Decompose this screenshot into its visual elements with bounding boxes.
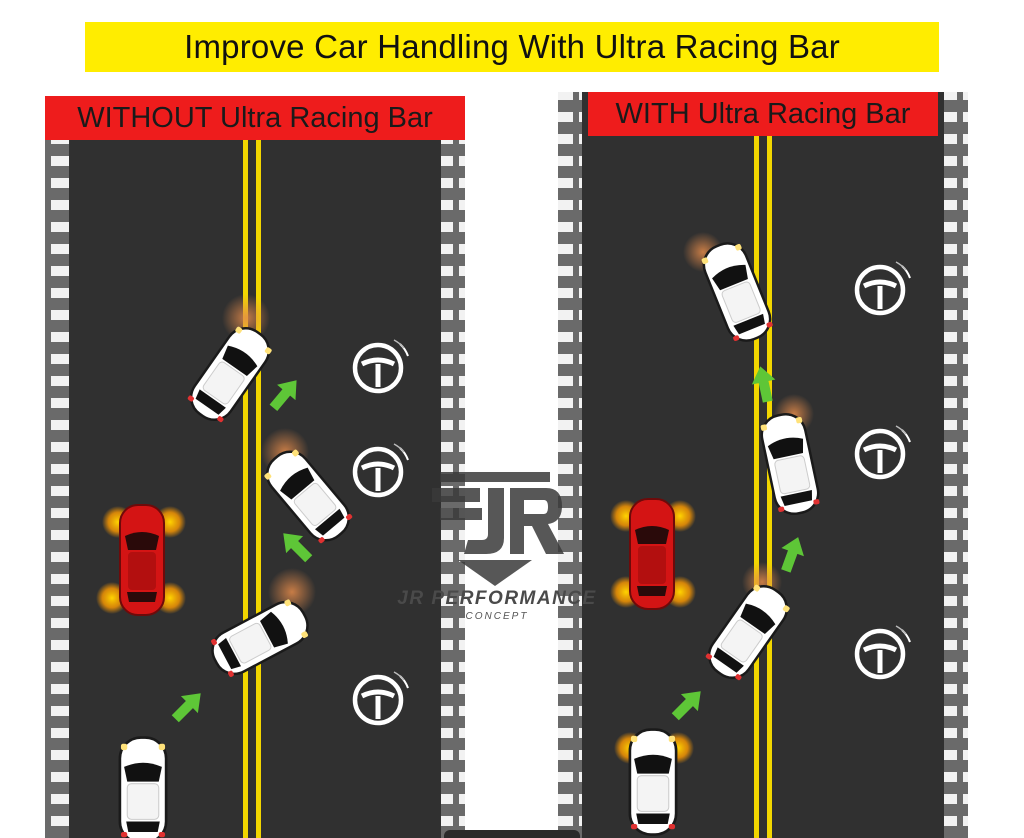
car-icon xyxy=(700,562,796,687)
label-without: WITHOUT Ultra Racing Bar xyxy=(45,96,465,140)
label-with-text: WITH Ultra Racing Bar xyxy=(615,97,911,130)
right-car-trajectory xyxy=(614,232,824,836)
left-car-trajectory xyxy=(118,294,359,838)
hazard-car-right xyxy=(610,498,696,610)
label-without-text: WITHOUT Ultra Racing Bar xyxy=(77,101,433,134)
car-icon xyxy=(756,394,824,519)
label-with: WITH Ultra Racing Bar xyxy=(588,92,938,136)
car-icon xyxy=(683,232,778,348)
right-road xyxy=(558,92,968,838)
car-icon xyxy=(118,736,168,838)
banner-title: Improve Car Handling With Ultra Racing B… xyxy=(184,28,840,65)
watermark-brand: JR PERFORMANCE xyxy=(397,588,597,609)
car-icon xyxy=(257,428,359,550)
jr-logo-icon xyxy=(432,472,564,586)
title-banner: Improve Car Handling With Ultra Racing B… xyxy=(85,22,939,72)
car-icon xyxy=(182,294,278,429)
car-icon xyxy=(614,728,694,836)
watermark-sub: CONCEPT xyxy=(465,611,529,622)
bottom-tab xyxy=(444,830,580,838)
car-icon xyxy=(204,568,316,683)
hazard-car-left xyxy=(96,504,186,616)
